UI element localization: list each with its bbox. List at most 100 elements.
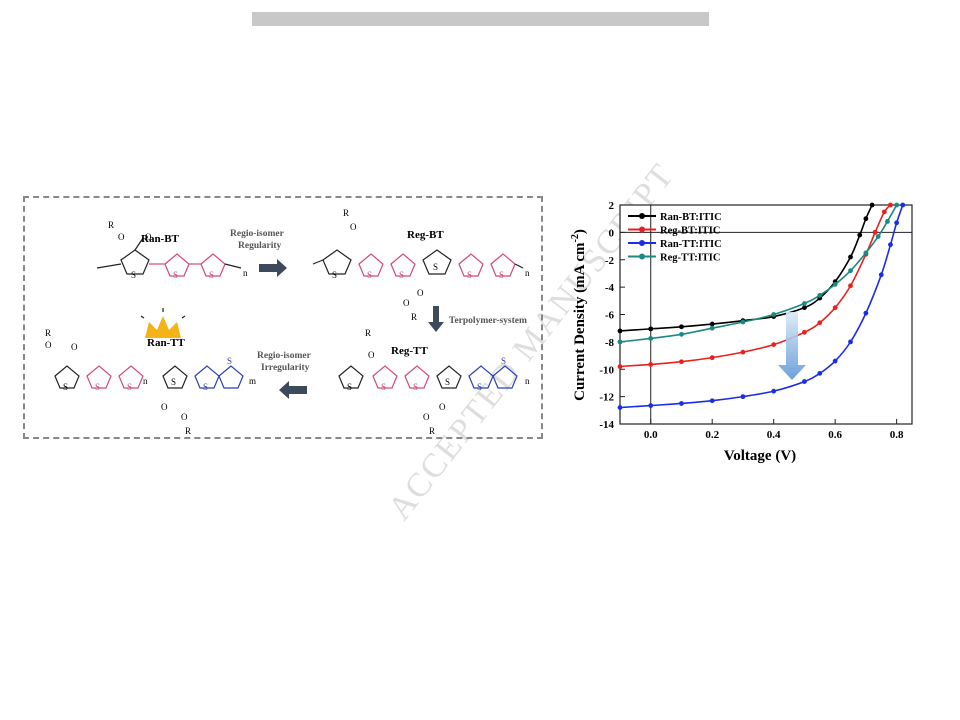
data-point	[832, 281, 838, 287]
svg-text:S: S	[499, 270, 504, 280]
svg-text:S: S	[127, 382, 132, 392]
data-point	[679, 331, 684, 337]
legend-marker	[639, 226, 645, 233]
data-point	[648, 336, 654, 341]
svg-text:Terpolymer-system: Terpolymer-system	[449, 316, 527, 326]
ran-tt-structure: S O O R S S n S O O R S S m Ran-TT	[45, 308, 256, 436]
data-point	[771, 388, 777, 394]
svg-text:m: m	[249, 376, 256, 386]
data-point	[832, 358, 838, 364]
svg-text:R: R	[108, 220, 114, 230]
data-point	[863, 250, 869, 256]
y-tick-label: 2	[609, 200, 615, 212]
data-point	[878, 272, 884, 278]
data-point	[863, 310, 869, 316]
header-bar	[252, 12, 709, 26]
svg-text:R: R	[185, 426, 191, 436]
svg-text:S: S	[95, 382, 100, 392]
reg-bt-label: Reg-BT	[407, 229, 444, 241]
data-point	[894, 220, 900, 226]
svg-text:S: S	[209, 270, 214, 280]
data-point	[881, 209, 887, 215]
data-point	[679, 324, 684, 330]
svg-text:S: S	[477, 382, 482, 392]
y-tick-label: -10	[599, 364, 614, 376]
data-point	[679, 401, 684, 406]
x-tick-label: 0.6	[828, 429, 842, 441]
svg-text:O: O	[403, 298, 410, 308]
terpolymer-arrow: Terpolymer-system	[428, 306, 527, 332]
legend-marker	[639, 253, 645, 260]
y-tick-label: -8	[605, 337, 615, 349]
scheme-panel: S O O R S S n Ran-BT Regio-isomer Regula…	[23, 196, 543, 439]
data-point	[617, 328, 623, 334]
legend-label: Ran-BT:ITIC	[660, 212, 722, 223]
svg-text:n: n	[143, 376, 148, 386]
legend: Ran-BT:ITIC Reg-BT:ITIC Ran-TT:ITIC Reg-TT:…	[628, 212, 722, 264]
svg-text:S: S	[131, 270, 136, 280]
data-point	[648, 326, 654, 332]
x-tick-label: 0.4	[767, 429, 781, 441]
data-point	[863, 216, 869, 222]
data-point	[832, 305, 838, 311]
data-point	[888, 242, 893, 248]
legend-label: Ran-TT:ITIC	[660, 239, 722, 250]
y-tick-label: -6	[605, 310, 615, 322]
svg-text:O: O	[423, 412, 430, 422]
svg-text:R: R	[429, 426, 435, 436]
svg-text:S: S	[227, 356, 232, 366]
data-point	[885, 219, 890, 224]
svg-text:S: S	[332, 270, 337, 280]
data-point	[848, 254, 853, 260]
svg-text:S: S	[367, 270, 372, 280]
data-point	[894, 202, 900, 208]
svg-text:S: S	[171, 377, 176, 387]
ran-bt-structure: S O O R S S n Ran-BT	[96, 220, 248, 280]
svg-text:O: O	[439, 402, 446, 412]
svg-text:R: R	[411, 312, 417, 322]
data-point	[802, 329, 807, 335]
svg-text:O: O	[71, 342, 78, 352]
y-tick-label: -4	[605, 282, 615, 294]
svg-text:Regio-isomer: Regio-isomer	[257, 351, 312, 361]
reg-tt-structure: S O R S S S O O R S S n Reg-TT	[338, 328, 530, 436]
crown-icon	[140, 308, 186, 338]
legend-label: Reg-TT:ITIC	[660, 253, 720, 264]
svg-text:O: O	[145, 232, 152, 242]
svg-text:n: n	[525, 268, 530, 278]
data-point	[709, 321, 715, 327]
x-tick-label: 0.2	[705, 429, 719, 441]
svg-text:O: O	[417, 288, 424, 298]
x-axis-label: Voltage (V)	[724, 448, 796, 464]
data-point	[817, 370, 823, 376]
legend-label: Reg-BT:ITIC	[660, 226, 720, 237]
x-tick-label: 0.0	[644, 429, 658, 441]
data-point	[648, 403, 654, 408]
data-point	[817, 292, 823, 298]
svg-text:R: R	[343, 208, 349, 218]
svg-text:Regularity: Regularity	[238, 241, 282, 251]
data-point	[857, 232, 863, 238]
y-tick-label: -12	[599, 392, 614, 404]
y-tick-label: 0	[609, 227, 615, 239]
data-point	[740, 319, 746, 325]
data-point	[709, 355, 715, 361]
y-axis-label: Current Density (mA cm-2)	[570, 229, 588, 401]
ran-tt-label: Ran-TT	[147, 337, 186, 349]
svg-text:O: O	[350, 222, 357, 232]
svg-text:Irregularity: Irregularity	[261, 363, 310, 373]
data-point	[875, 234, 881, 239]
data-point	[617, 339, 623, 345]
svg-text:S: S	[381, 382, 386, 392]
data-point	[869, 202, 875, 208]
svg-text:S: S	[467, 270, 472, 280]
data-point	[740, 349, 746, 355]
data-point	[802, 379, 807, 384]
trend-arrow	[778, 312, 806, 380]
data-point	[771, 342, 777, 348]
svg-text:S: S	[433, 262, 438, 272]
data-point	[888, 202, 893, 208]
data-point	[771, 312, 777, 317]
data-point	[848, 283, 853, 289]
